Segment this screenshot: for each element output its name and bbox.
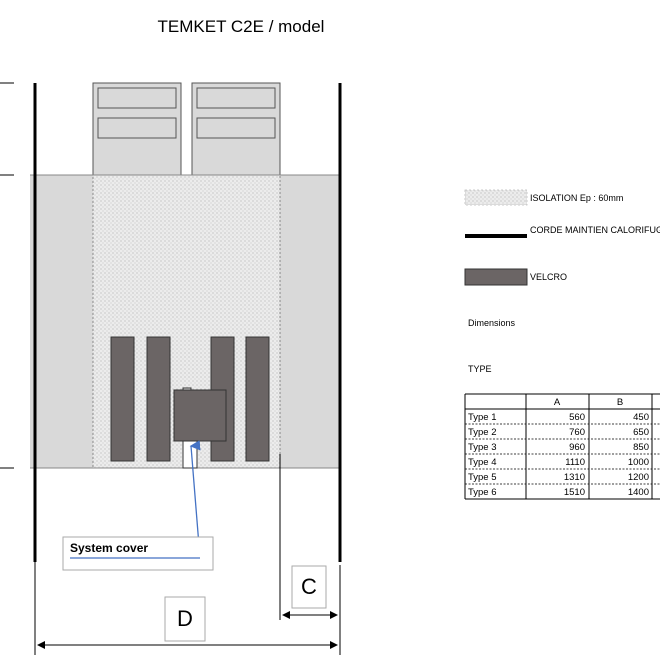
table-cell-b: 1200 <box>628 472 649 483</box>
table-header-a: A <box>554 397 561 408</box>
type-heading: TYPE <box>468 364 492 374</box>
dimension-letter-d: D <box>177 606 193 631</box>
table-cell-a: 760 <box>569 427 585 438</box>
table-cell-b: 1400 <box>628 487 649 498</box>
table-cell-a: 1310 <box>564 472 585 483</box>
table-cell-type: Type 5 <box>468 472 497 483</box>
table-cell-b: 1000 <box>628 457 649 468</box>
table-cell-type: Type 2 <box>468 427 497 438</box>
legend-swatch-corde <box>465 234 527 238</box>
table-cell-b: 450 <box>633 412 649 423</box>
table-cell-b: 850 <box>633 442 649 453</box>
table-cell-type: Type 6 <box>468 487 497 498</box>
table-cell-a: 1110 <box>565 457 585 468</box>
legend-label-isolation: ISOLATION Ep : 60mm <box>530 193 623 203</box>
legend-swatch-velcro <box>464 268 528 286</box>
legend-label-corde: CORDE MAINTIEN CALORIFUGE <box>530 225 660 235</box>
table-cell-type: Type 4 <box>468 457 497 468</box>
velcro-strip <box>245 336 270 462</box>
velcro-strip <box>110 336 135 462</box>
table-cell-a: 1510 <box>564 487 585 498</box>
velcro-strip <box>146 336 171 462</box>
dimension-table: A B Type 1 560 450 Type 2 760 650 Type 3… <box>464 393 660 500</box>
side-panel-right <box>280 175 340 468</box>
c-label-box <box>291 565 327 609</box>
legend-swatch-isolation <box>464 189 528 206</box>
legend-label-velcro: VELCRO <box>530 272 567 282</box>
system-cover-callout-box <box>62 536 214 571</box>
system-cover-label: System cover <box>70 541 148 555</box>
dimensions-heading: Dimensions <box>468 318 516 328</box>
system-cover-block <box>173 389 227 442</box>
table-cell-b: 650 <box>633 427 649 438</box>
table-cell-type: Type 3 <box>468 442 497 453</box>
system-cover-stem <box>182 440 198 469</box>
side-panel-left <box>30 175 93 468</box>
top-unit-right <box>191 82 281 176</box>
diagram-title: TEMKET C2E / model <box>158 17 325 36</box>
legend: ISOLATION Ep : 60mm CORDE MAINTIEN CALOR… <box>464 189 660 286</box>
dimension-letter-c: C <box>301 574 317 599</box>
table-cell-a: 560 <box>569 412 585 423</box>
table-cell-type: Type 1 <box>468 412 497 423</box>
table-cell-a: 960 <box>569 442 585 453</box>
top-unit-left <box>92 82 182 176</box>
table-header-b: B <box>617 397 623 408</box>
